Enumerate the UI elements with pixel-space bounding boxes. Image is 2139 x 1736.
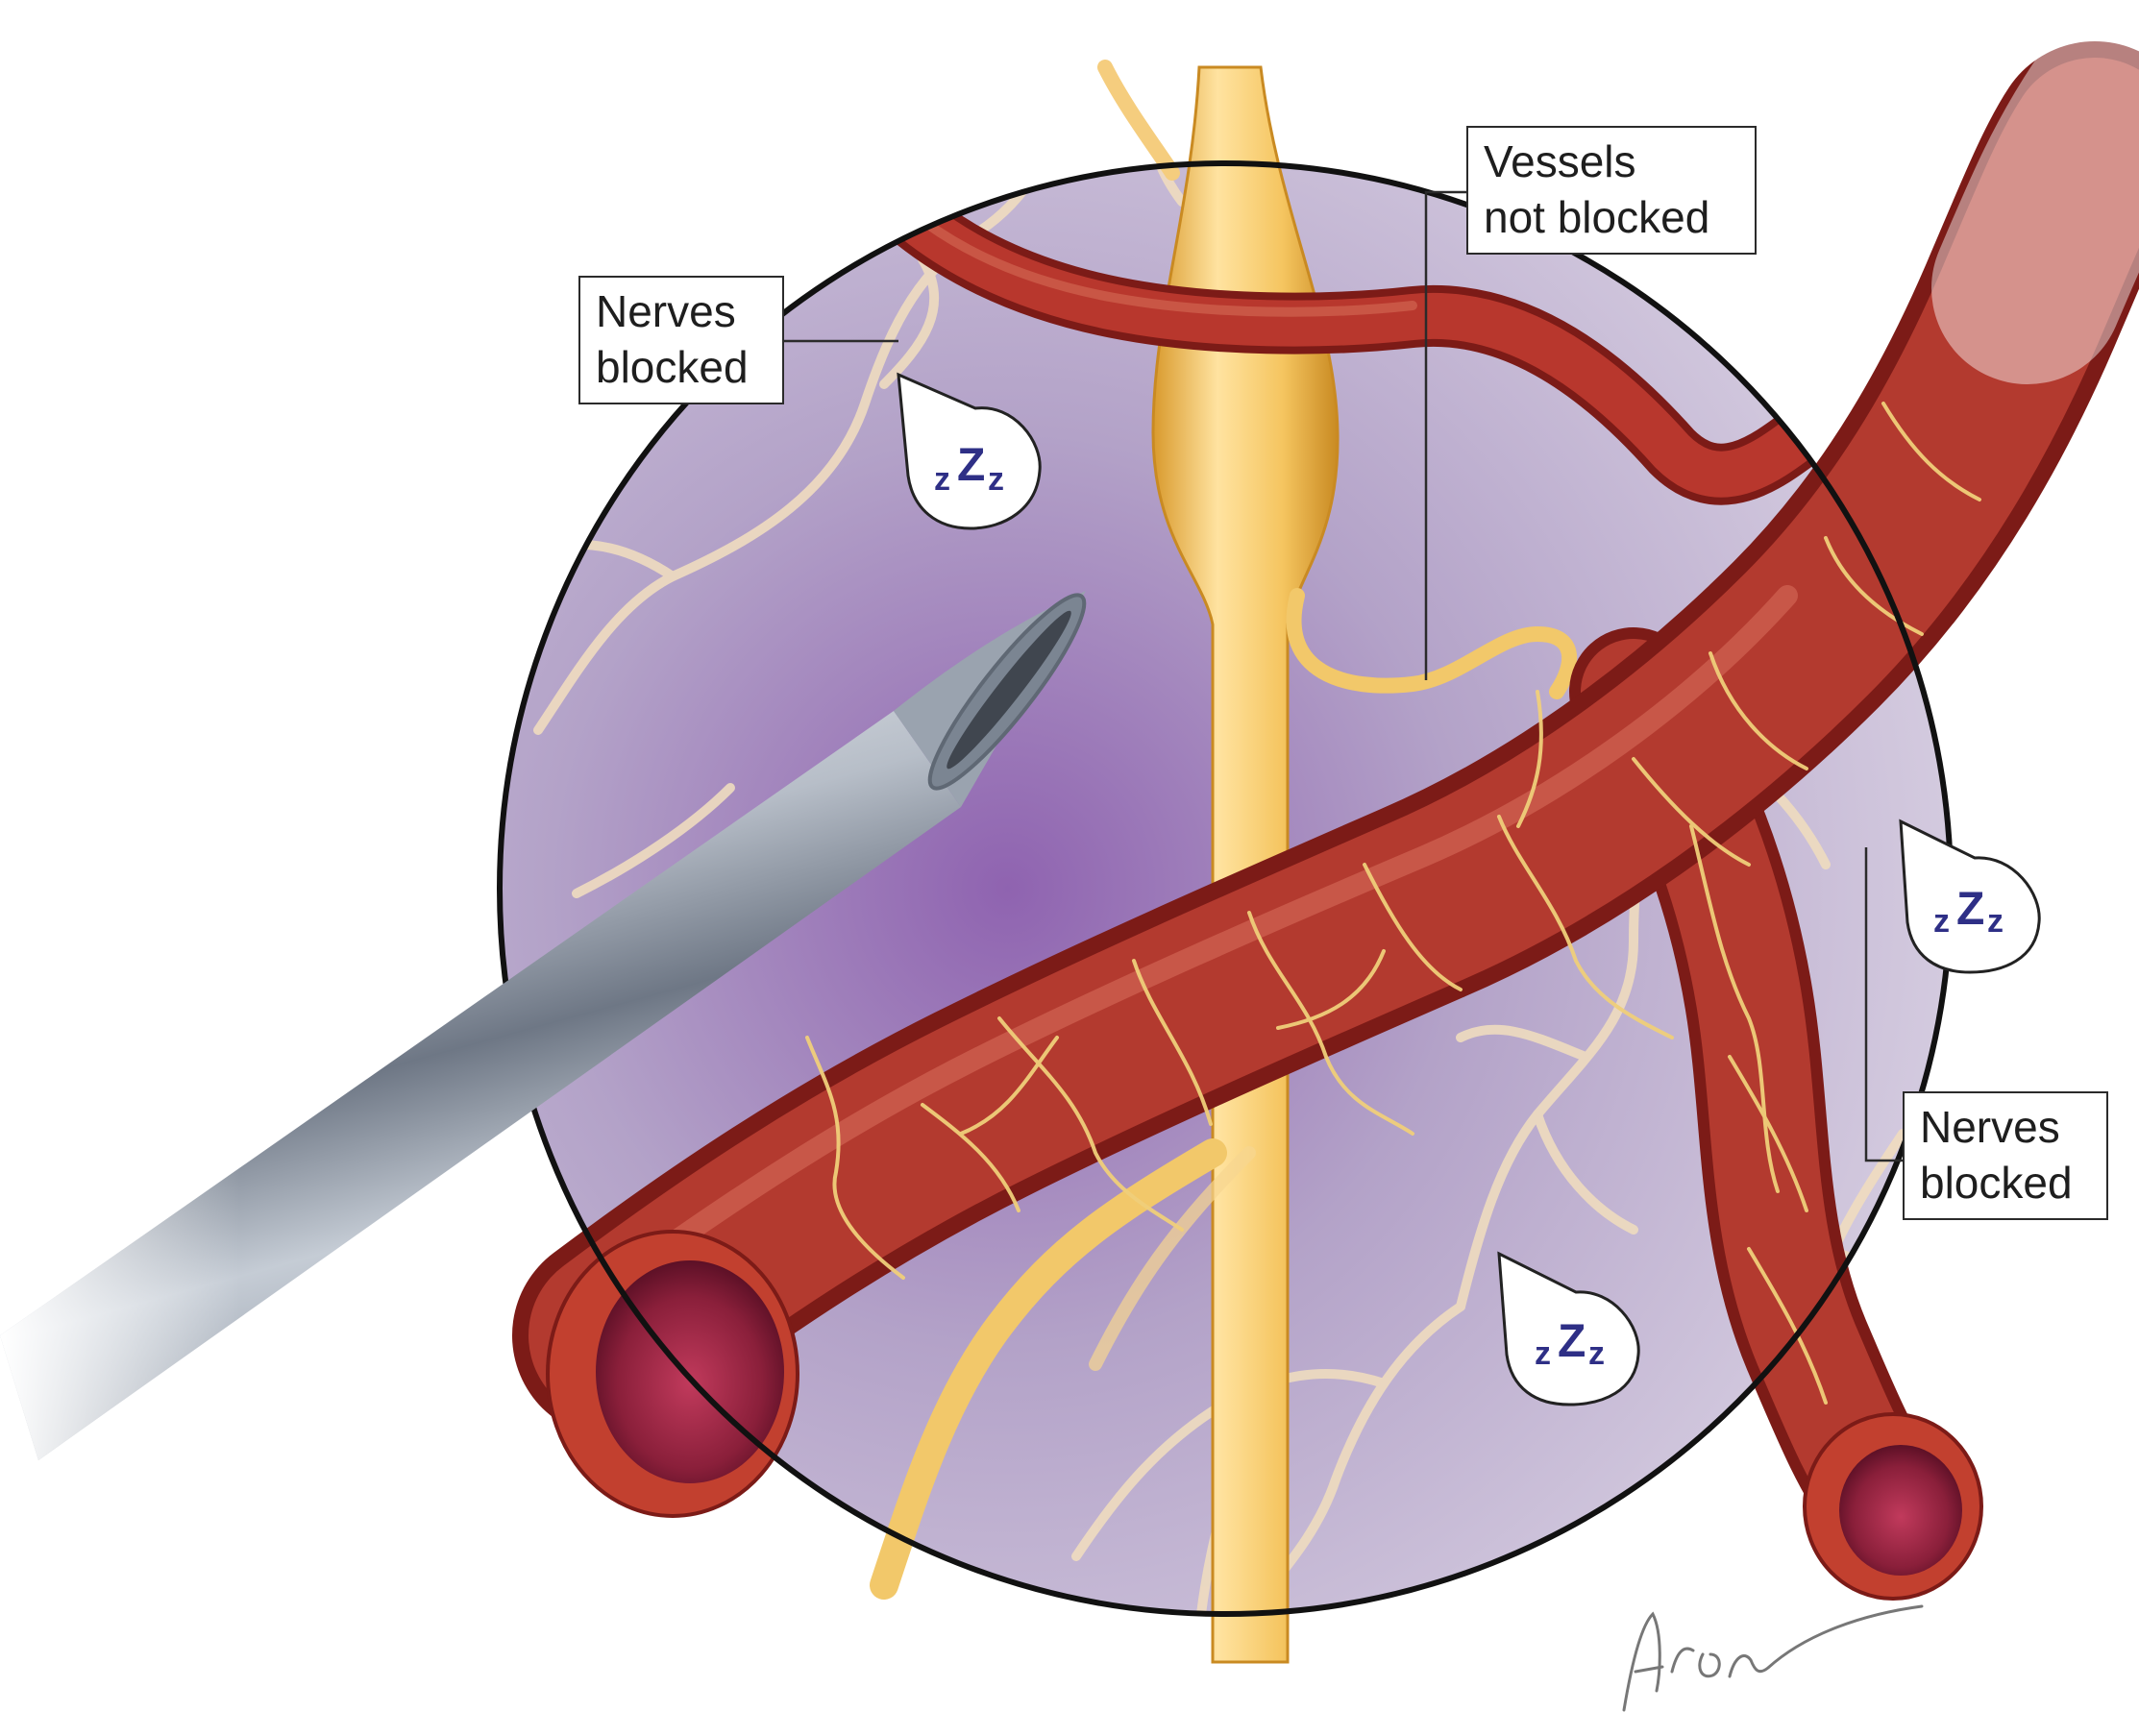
- sleep-bubble-3: z Z z: [1497, 1251, 1640, 1406]
- label-nerves-blocked-right: Nerves blocked: [1903, 1091, 2108, 1220]
- upper-vessel: [853, 163, 1837, 505]
- label-line-1: Nerves: [596, 286, 736, 336]
- label-vessels-not-blocked: Vessels not blocked: [1466, 126, 1757, 255]
- vessel-opening-large: [546, 1230, 799, 1518]
- zzz-end: z: [1987, 903, 2004, 940]
- zzz-big: Z: [957, 440, 985, 491]
- label-line-2: blocked: [1920, 1158, 2073, 1208]
- sleep-bubble-2: z Z z: [1899, 819, 2041, 974]
- vessel-surface-nerves: [805, 402, 1981, 1405]
- zzz-end: z: [988, 461, 1004, 498]
- zzz-small: z: [1933, 903, 1950, 940]
- vessel-opening-small: [1803, 1412, 1983, 1601]
- sleep-bubble-1: z Z z: [897, 372, 1042, 530]
- zzz-big: Z: [1956, 884, 1984, 935]
- needle: [0, 591, 1087, 1460]
- leader-nerves-right: [1864, 847, 1903, 1162]
- zzz-small: z: [1535, 1335, 1551, 1372]
- label-line-1: Vessels: [1484, 136, 1636, 186]
- zzz-small: z: [934, 461, 950, 498]
- zzz-big: Z: [1558, 1316, 1586, 1367]
- label-nerves-blocked-left: Nerves blocked: [578, 276, 784, 404]
- leader-lines: [784, 190, 1903, 1162]
- artist-signature: [1622, 1604, 1924, 1712]
- zzz-end: z: [1588, 1335, 1605, 1372]
- label-line-1: Nerves: [1920, 1102, 2060, 1152]
- main-vessel: [512, 19, 2139, 1563]
- label-line-2: blocked: [596, 342, 749, 392]
- label-line-2: not blocked: [1484, 192, 1710, 242]
- leader-vessels: [1424, 190, 1466, 680]
